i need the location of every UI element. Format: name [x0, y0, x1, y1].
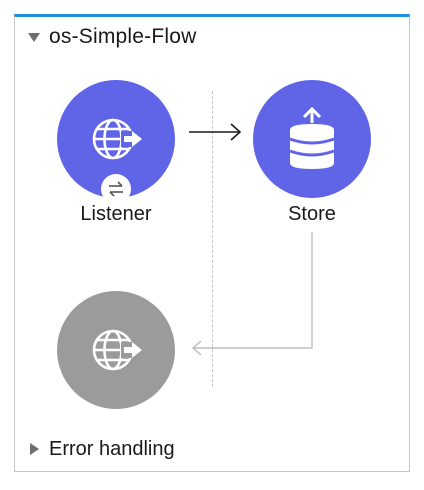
- flow-container: os-Simple-Flow: [14, 14, 410, 472]
- store-node[interactable]: [253, 80, 371, 198]
- globe-arrow-icon: [92, 118, 143, 160]
- globe-arrow-icon: [92, 329, 143, 371]
- listener-label: Listener: [80, 203, 152, 225]
- flow-header[interactable]: os-Simple-Flow: [27, 23, 197, 51]
- flow-title: os-Simple-Flow: [49, 25, 197, 48]
- flow-connectors: [189, 123, 313, 356]
- exchange-badge-icon: [101, 174, 131, 204]
- listener-to-store-arrow: [189, 123, 242, 141]
- store-label: Store: [288, 203, 336, 225]
- source-node[interactable]: [57, 291, 175, 409]
- error-handling-label: Error handling: [49, 437, 175, 460]
- error-handling-header[interactable]: Error handling: [27, 435, 175, 463]
- source-process-divider: [212, 91, 213, 387]
- store-to-source-return-arrow: [191, 232, 313, 356]
- caret-right-icon[interactable]: [27, 442, 41, 456]
- database-upload-icon: [289, 107, 335, 169]
- caret-down-icon[interactable]: [27, 30, 41, 44]
- listener-node[interactable]: [57, 80, 175, 198]
